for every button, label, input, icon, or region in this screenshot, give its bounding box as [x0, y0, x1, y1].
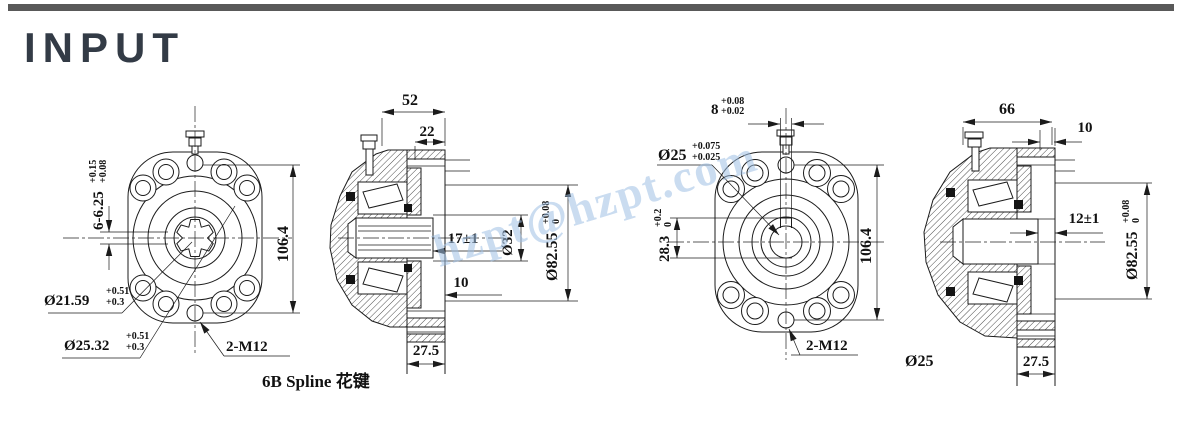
dim-pilot-length: 22	[414, 124, 445, 160]
shaft-seal	[946, 188, 955, 197]
bearing-seal	[1014, 200, 1023, 209]
dim-bore: Ø32	[433, 214, 528, 262]
spline-note: 6B Spline 花键	[262, 371, 370, 391]
left-front-view: 6-6.25 +0.15 +0.08 106.4 Ø21.59 +0.51	[44, 106, 370, 391]
svg-text:Ø21.59: Ø21.59	[44, 293, 89, 309]
callout-major-dia: Ø25.32 +0.51 +0.3	[62, 205, 236, 359]
callout-minor-dia: Ø21.59 +0.51 +0.3	[44, 241, 193, 314]
dim-step: 10	[445, 275, 502, 299]
svg-text:+0.08: +0.08	[721, 96, 744, 107]
svg-text:52: 52	[402, 92, 418, 109]
svg-text:6-6.25: 6-6.25	[91, 191, 107, 230]
svg-text:+0.51: +0.51	[106, 286, 129, 297]
dim-step: 10	[1012, 120, 1093, 150]
bearing-seal	[404, 264, 412, 272]
bolt-holes	[129, 158, 261, 318]
svg-text:8: 8	[711, 102, 719, 118]
taper-bearing-top	[967, 179, 1018, 213]
svg-text:+0.3: +0.3	[126, 342, 144, 353]
taper-bearing-top	[357, 181, 408, 215]
callout-thread: 2-M12	[199, 321, 290, 357]
dim-key-height: 28.3 +0.2 0	[653, 209, 792, 262]
svg-text:+0.2: +0.2	[653, 209, 664, 227]
spline-profile	[176, 219, 214, 257]
svg-text:+0.02: +0.02	[721, 106, 744, 117]
svg-text:28.3: 28.3	[657, 236, 673, 262]
svg-text:0: 0	[1131, 218, 1142, 223]
svg-text:+0.15: +0.15	[88, 160, 99, 183]
svg-text:0: 0	[663, 222, 674, 227]
svg-text:Ø82.55: Ø82.55	[1124, 232, 1141, 280]
callout-bore: Ø25 +0.075 +0.025	[657, 141, 780, 236]
taper-bearing-bottom	[967, 271, 1018, 305]
dim-overall-length: 66	[962, 101, 1053, 145]
svg-text:10: 10	[1078, 120, 1093, 136]
dim-pilot-dia: Ø82.55 +0.08 0	[1055, 182, 1152, 300]
shaft-seal	[346, 192, 355, 201]
taper-bearing-bottom	[357, 261, 408, 295]
svg-text:106.4: 106.4	[275, 226, 292, 262]
svg-text:66: 66	[999, 101, 1015, 118]
svg-text:106.4: 106.4	[858, 228, 875, 264]
svg-text:27.5: 27.5	[413, 343, 439, 359]
bolt-holes	[717, 159, 855, 325]
right-front-view: 8 +0.08 +0.02 Ø25 +0.075 +0.025 28.3 +0.…	[653, 96, 933, 370]
bearing-seal	[1014, 276, 1023, 285]
bleed-stud	[360, 134, 378, 176]
svg-text:+0.08: +0.08	[1121, 200, 1132, 223]
bearing-seal	[404, 204, 412, 212]
svg-text:22: 22	[420, 124, 435, 140]
callout-thread: 2-M12	[788, 328, 858, 356]
svg-text:10: 10	[454, 275, 469, 291]
top-divider-bar	[8, 4, 1174, 11]
svg-text:+0.08: +0.08	[541, 201, 552, 224]
svg-text:+0.075: +0.075	[692, 141, 720, 152]
dim-spline-width: 6-6.25 +0.15 +0.08	[88, 160, 113, 270]
dim-spline-depth: 17±1	[433, 231, 502, 255]
page-title: INPUT	[24, 24, 185, 71]
svg-text:17±1: 17±1	[448, 231, 479, 247]
svg-text:+0.3: +0.3	[106, 297, 124, 308]
svg-text:2-M12: 2-M12	[226, 339, 268, 355]
dim-flange-thickness: 27.5	[407, 343, 445, 368]
svg-text:Ø32: Ø32	[500, 229, 516, 256]
dim-key-length: 12±1	[1010, 211, 1103, 237]
svg-text:Ø25.32: Ø25.32	[64, 338, 109, 354]
dim-flange-height: 106.4	[203, 164, 300, 314]
shaft-dia-label: Ø25	[905, 353, 933, 370]
dim-pilot-dia: Ø82.55 +0.08 0	[445, 184, 578, 302]
dim-flange-height: 106.4	[794, 164, 884, 321]
svg-text:+0.08: +0.08	[98, 160, 109, 183]
right-section-view: 66 10 12±1 Ø82.55	[923, 101, 1152, 386]
bleed-stud	[964, 131, 984, 172]
watermark: hzpt@hzpt.com	[427, 130, 763, 277]
svg-text:+0.51: +0.51	[126, 331, 149, 342]
shaft-seal	[346, 275, 355, 284]
svg-text:27.5: 27.5	[1023, 354, 1049, 370]
svg-text:0: 0	[551, 219, 562, 224]
dim-overall-length: 52	[381, 92, 446, 146]
shaft-seal	[946, 287, 955, 296]
svg-text:2-M12: 2-M12	[806, 338, 848, 354]
svg-text:+0.025: +0.025	[692, 152, 720, 163]
svg-text:12±1: 12±1	[1069, 211, 1100, 227]
dim-flange-thickness: 27.5	[1017, 354, 1055, 378]
svg-text:Ø82.55: Ø82.55	[544, 233, 561, 281]
left-section-view: 52 22 17±1 10	[329, 92, 578, 374]
dim-key-width: 8 +0.08 +0.02	[711, 96, 824, 128]
keyed-bore	[952, 217, 1055, 266]
svg-text:Ø25: Ø25	[658, 147, 686, 164]
